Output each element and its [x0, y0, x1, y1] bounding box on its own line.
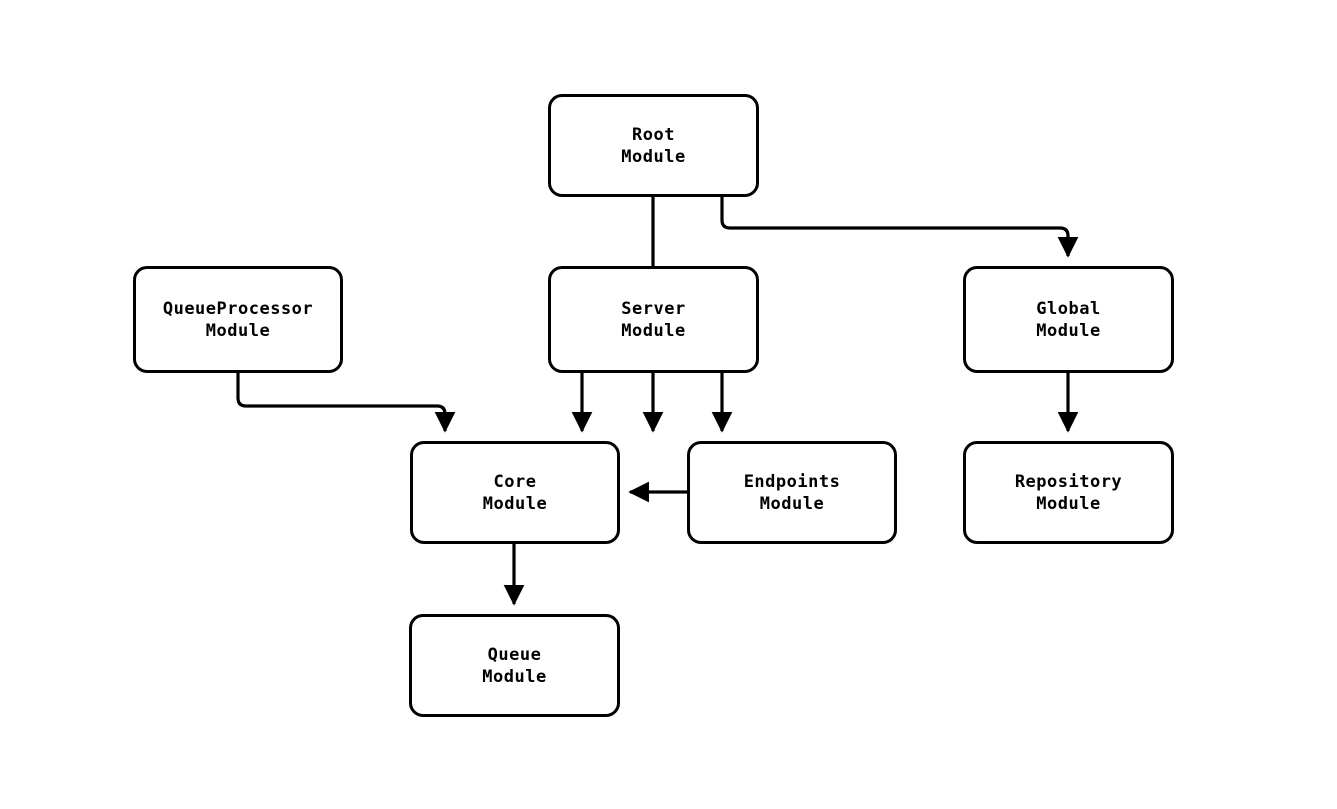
edge-queueprocessor-to-core [236, 373, 456, 433]
node-endpoints-module[interactable]: Endpoints Module [687, 441, 897, 544]
node-repository-module[interactable]: Repository Module [963, 441, 1174, 544]
node-core-module-label: Core Module [482, 471, 548, 514]
edge-root-to-global [720, 197, 1079, 258]
node-repository-module-label: Repository Module [1014, 471, 1123, 514]
node-queue-module[interactable]: Queue Module [409, 614, 620, 717]
node-core-module[interactable]: Core Module [410, 441, 620, 544]
node-global-module-label: Global Module [1036, 298, 1101, 341]
node-queueprocessor-module-label: QueueProcessor Module [162, 298, 314, 341]
node-root-module[interactable]: Root Module [548, 94, 759, 197]
node-queueprocessor-module[interactable]: QueueProcessor Module [133, 266, 343, 373]
node-global-module[interactable]: Global Module [963, 266, 1174, 373]
node-endpoints-module-label: Endpoints Module [743, 471, 841, 514]
node-server-module[interactable]: Server Module [548, 266, 759, 373]
node-queue-module-label: Queue Module [482, 644, 547, 687]
node-root-module-label: Root Module [621, 124, 686, 167]
node-server-module-label: Server Module [621, 298, 686, 341]
